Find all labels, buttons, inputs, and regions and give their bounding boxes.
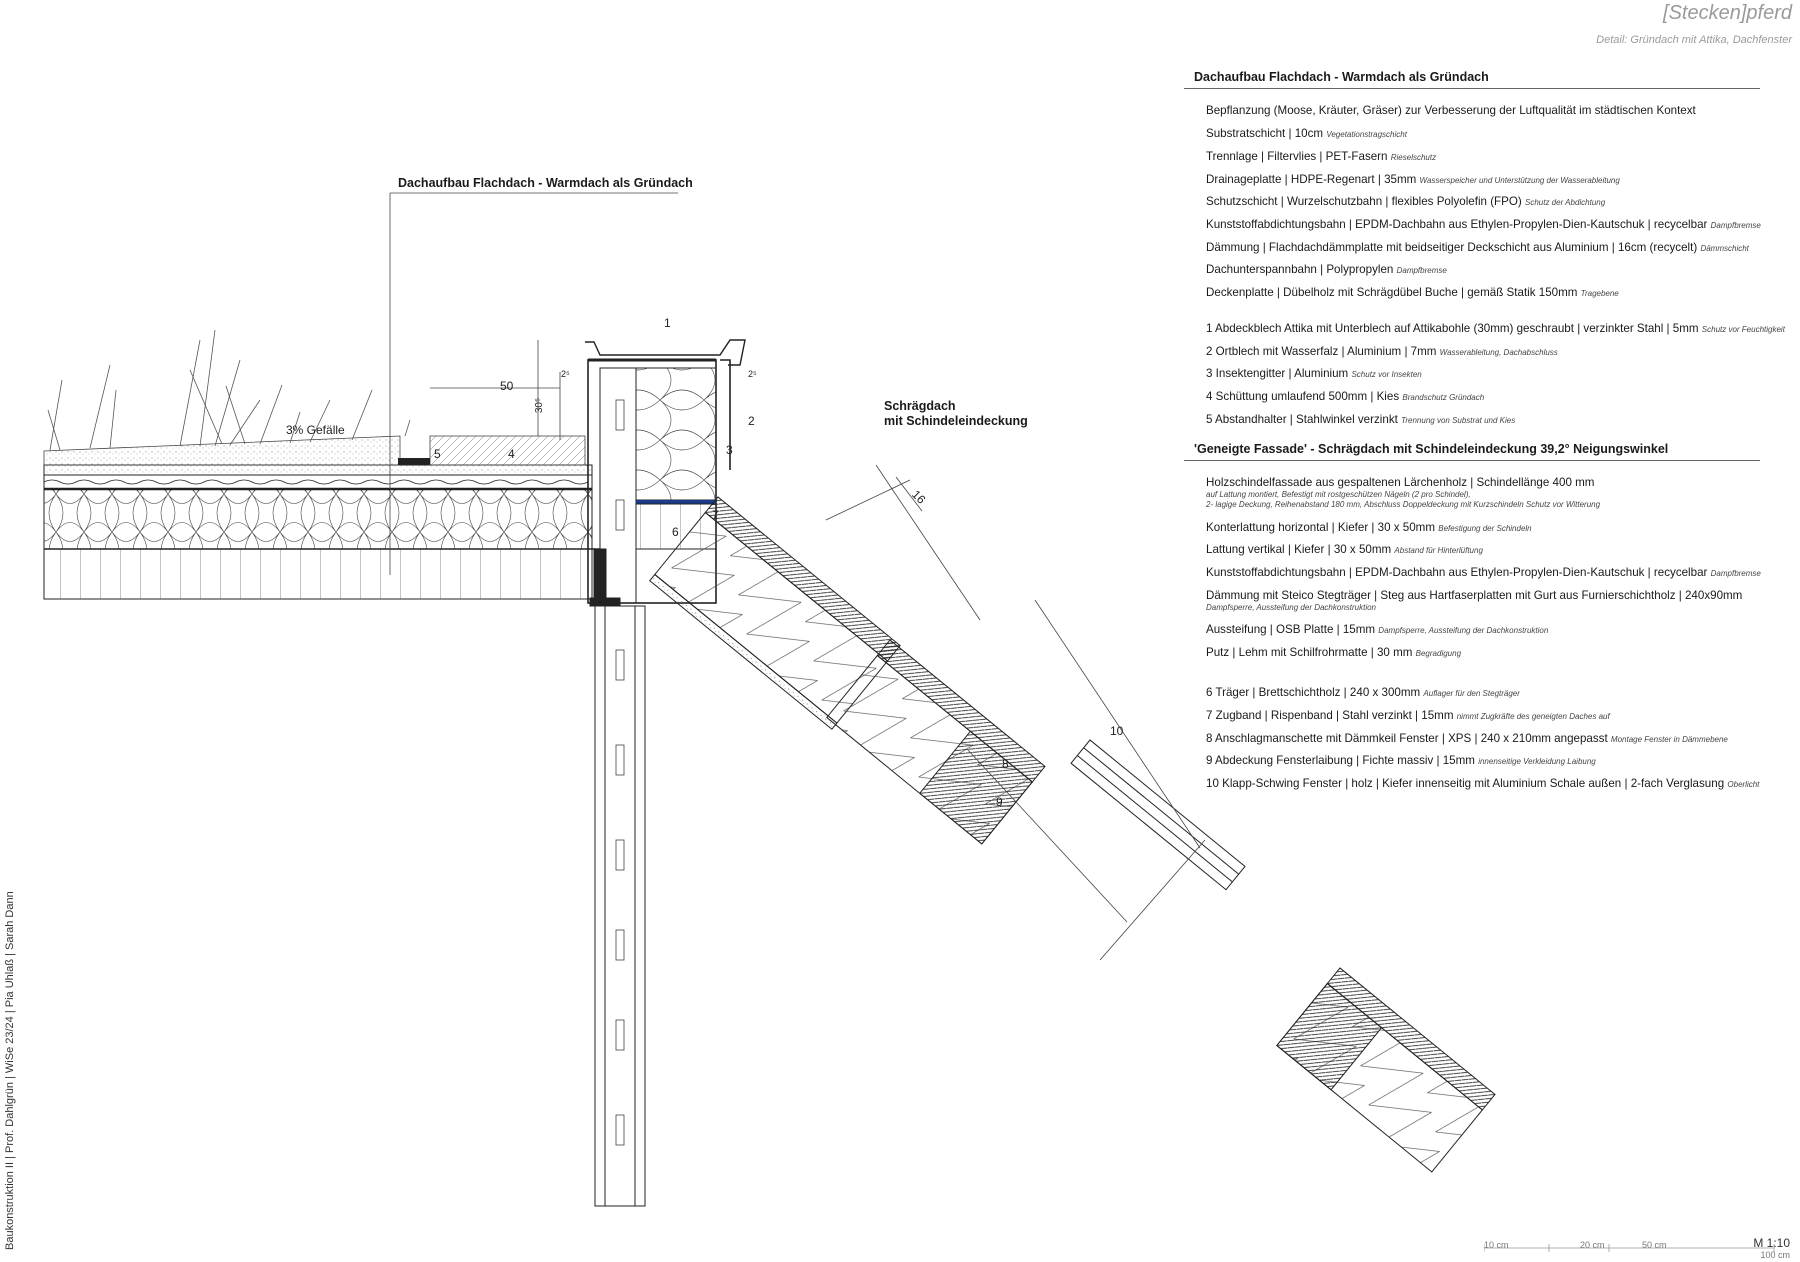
legend-item: Dachunterspannbahn | Polypropylen Dampfb… <box>1206 263 1447 276</box>
legend-item: Trennlage | Filtervlies | PET-Fasern Rie… <box>1206 150 1437 163</box>
legend-item: Konterlattung horizontal | Kiefer | 30 x… <box>1206 521 1532 534</box>
scale-total: 100 cm <box>1760 1250 1790 1260</box>
legend-flat-roof: Dachaufbau Flachdach - Warmdach als Grün… <box>1184 70 1785 460</box>
slope-label: 3% Gefälle <box>286 423 345 437</box>
scale-tick: 10 cm <box>1484 1240 1509 1250</box>
dim-50: 50 <box>500 379 514 393</box>
dim-30: 30⁵ <box>534 397 546 414</box>
legend-flat-heading: Dachaufbau Flachdach - Warmdach als Grün… <box>1184 70 1760 89</box>
legend-item: Kunststoffabdichtungsbahn | EPDM-Dachbah… <box>1206 218 1761 231</box>
legend-item: Dämmung mit Steico Stegträger | Steg aus… <box>1206 589 1743 612</box>
pitched-roof-label-2: mit Schindeleindeckung <box>884 414 1028 428</box>
legend-pitched-roof: 'Geneigte Fassade' - Schrägdach mit Schi… <box>1184 442 1761 802</box>
scale-tick: 50 cm <box>1642 1240 1667 1250</box>
legend-item: Bepflanzung (Moose, Kräuter, Gräser) zur… <box>1206 104 1696 117</box>
legend-item: Deckenplatte | Dübelholz mit Schrägdübel… <box>1206 286 1619 299</box>
legend-item: Lattung vertikal | Kiefer | 30 x 50mm Ab… <box>1206 543 1483 556</box>
legend-numbered-item: 10 Klapp-Schwing Fenster | holz | Kiefer… <box>1206 777 1760 790</box>
scale-ratio: M 1:10 <box>1753 1236 1790 1250</box>
project-title: [Stecken]pferd <box>1663 2 1792 24</box>
scale-bar <box>1484 1244 1775 1252</box>
flat-roof-heading-label: Dachaufbau Flachdach - Warmdach als Grün… <box>398 176 693 190</box>
marker-1: 1 <box>664 316 671 330</box>
legend-numbered-item: 1 Abdeckblech Attika mit Unterblech auf … <box>1206 322 1785 335</box>
legend-item: Kunststoffabdichtungsbahn | EPDM-Dachbah… <box>1206 566 1761 579</box>
legend-item: Holzschindelfassade aus gespaltenen Lärc… <box>1206 476 1601 509</box>
marker-9: 9 <box>996 795 1003 809</box>
dim-2a: 2⁵ <box>561 369 570 379</box>
marker-6: 6 <box>672 525 679 539</box>
legend-item: Drainageplatte | HDPE-Regenart | 35mm Wa… <box>1206 173 1620 186</box>
scale-tick: 20 cm <box>1580 1240 1605 1250</box>
pitched-roof-label-1: Schrägdach <box>884 399 956 413</box>
legend-numbered-item: 6 Träger | Brettschichtholz | 240 x 300m… <box>1206 686 1520 699</box>
marker-3: 3 <box>726 443 733 457</box>
legend-numbered-item: 9 Abdeckung Fensterlaibung | Fichte mass… <box>1206 754 1596 767</box>
legend-numbered-item: 5 Abstandhalter | Stahlwinkel verzinkt T… <box>1206 413 1516 426</box>
marker-4: 4 <box>508 447 515 461</box>
legend-numbered-item: 7 Zugband | Rispenband | Stahl verzinkt … <box>1206 709 1610 722</box>
legend-numbered-item: 2 Ortblech mit Wasserfalz | Aluminium | … <box>1206 345 1558 358</box>
project-subtitle: Detail: Gründach mit Attika, Dachfenster <box>1596 34 1792 46</box>
marker-7: 7 <box>712 508 719 522</box>
credits: Baukonstruktion II | Prof. Dahlgrün | Wi… <box>4 891 16 1250</box>
marker-2: 2 <box>748 414 755 428</box>
legend-item: Dämmung | Flachdachdämmplatte mit beidse… <box>1206 241 1749 254</box>
marker-8: 8 <box>1002 757 1009 771</box>
legend-item: Schutzschicht | Wurzelschutzbahn | flexi… <box>1206 195 1606 208</box>
legend-item: Putz | Lehm mit Schilfrohrmatte | 30 mm … <box>1206 646 1462 659</box>
marker-5: 5 <box>434 447 441 461</box>
dim-2b: 2⁵ <box>748 369 757 379</box>
legend-pitched-heading: 'Geneigte Fassade' - Schrägdach mit Schi… <box>1184 442 1760 461</box>
marker-10: 10 <box>1110 724 1124 738</box>
legend-numbered-item: 4 Schüttung umlaufend 500mm | Kies Brand… <box>1206 390 1485 403</box>
legend-item: Substratschicht | 10cm Vegetationstragsc… <box>1206 127 1407 140</box>
legend-item: Aussteifung | OSB Platte | 15mm Dampfspe… <box>1206 623 1549 636</box>
legend-numbered-item: 3 Insektengitter | Aluminium Schutz vor … <box>1206 367 1422 380</box>
legend-numbered-item: 8 Anschlagmanschette mit Dämmkeil Fenste… <box>1206 732 1728 745</box>
